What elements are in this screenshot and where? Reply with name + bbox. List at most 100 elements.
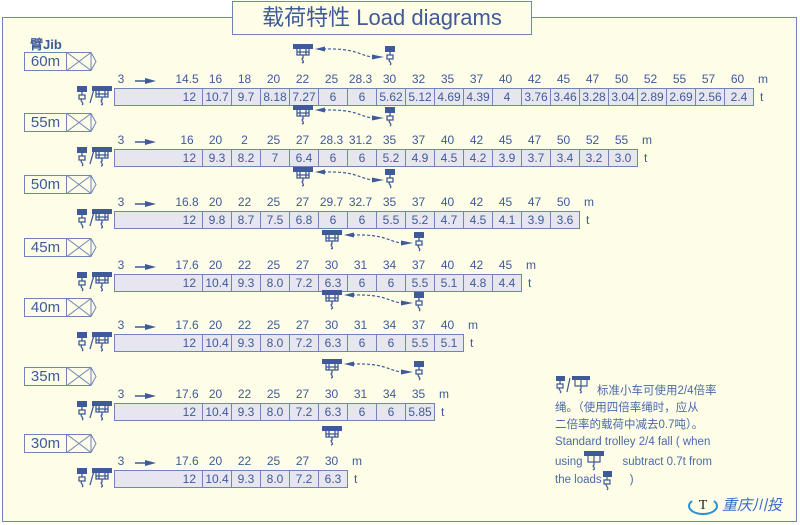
radius-label: 20 [208,258,223,272]
radius-label: 45 [498,258,513,272]
four-fall-hook-icon [292,105,313,125]
start-radius: 3 [117,387,125,401]
radius-label: 40 [498,72,513,86]
load-cell: 6.3 [318,404,347,420]
four-fall-hook-icon [292,44,313,64]
radius-label: 25 [324,72,339,86]
load-cell: 3.6 [550,212,579,228]
load-cell: 3.9 [492,150,521,166]
load-unit: t [354,472,358,486]
two-fall-hook-icon [77,332,87,352]
load-unit: t [470,336,474,350]
radius-label: 29.7 [319,195,344,209]
radius-label: 42 [469,133,484,147]
radius-label: 25 [266,133,281,147]
start-radius: 3 [117,258,125,272]
two-fall-hook-icon [413,292,424,312]
four-fall-hook-icon [321,426,342,446]
load-cell: 8.18 [260,89,289,105]
two-fall-hook-icon [384,107,395,127]
trolley-travel-arrow [343,361,413,375]
jib-truss-icon [67,52,97,71]
jib-length: 40m [24,298,67,317]
four-fall-hook-icon [92,401,112,421]
load-cell: 6 [347,275,376,291]
radius-label: 45 [498,133,513,147]
load-cell: 6.4 [289,150,318,166]
trolley-travel-arrow [343,232,413,246]
start-radius: 3 [117,454,125,468]
two-fall-hook-icon [77,272,87,292]
load-cell: 4.8 [463,275,492,291]
load-cell: 6 [347,212,376,228]
load-cell: 7.2 [289,404,318,420]
radius-label: 45 [498,195,513,209]
load-cell: 6 [376,275,405,291]
four-fall-hook-icon [92,147,112,167]
four-fall-hook-icon [321,230,342,250]
load-cell: 6 [318,150,347,166]
radius-label: 16 [180,133,194,147]
radius-label: 55 [672,72,687,86]
radius-label: 52 [643,72,658,86]
two-fall-hook-icon [77,209,87,229]
load-cell: 3.9 [521,212,550,228]
load-cell: 9.7 [231,89,260,105]
slash-icon [89,211,95,227]
load-cell: 9.3 [231,404,260,420]
radius-label: 30 [382,72,397,86]
load-cell: 4.5 [463,212,492,228]
jib-length: 45m [24,238,67,257]
load-cell: 6 [347,404,376,420]
load-cell: 2.69 [666,89,695,105]
radius-label: 34 [382,387,397,401]
radius-label: 50 [614,72,629,86]
radius-label: 20 [208,454,223,468]
radius-label: 55 [614,133,629,147]
load-cell: 2.4 [724,89,753,105]
load-cell: 5.62 [376,89,405,105]
radius-label: 60 [730,72,745,86]
radius-label: 42 [469,195,484,209]
arrow-right-icon [135,78,156,84]
load-cell: 3.7 [521,150,550,166]
radius-label: 30 [324,318,339,332]
load-cell: 6 [318,89,347,105]
radius-label: 22 [237,318,252,332]
radius-label: 16 [208,72,223,86]
distance-unit: m [758,72,768,86]
distance-unit: m [439,387,449,401]
trolley-travel-arrow [314,169,384,183]
radius-label: 35 [440,72,455,86]
load-cell: 5.2 [376,150,405,166]
radius-label: 47 [585,72,600,86]
radius-label: 37 [411,318,426,332]
radius-label: 20 [266,72,281,86]
load-cell: 3.2 [579,150,608,166]
distance-unit: m [352,454,362,468]
logo-text: 重庆川投 [722,497,783,514]
load-cell: 7.2 [289,335,318,351]
radius-label: 45 [556,72,571,86]
two-fall-hook-icon [413,232,424,252]
load-cell: 3.0 [608,150,637,166]
load-cell: 3.76 [521,89,550,105]
trolley-travel-arrow [343,292,413,306]
load-cell: 10.4 [202,471,231,487]
load-unit: t [441,405,445,419]
jib-truss-icon [67,113,97,132]
load-cell: 3.28 [579,89,608,105]
radius-label: 40 [440,318,455,332]
two-fall-hook-icon [384,46,395,66]
load-cell: 4.39 [463,89,492,105]
radius-label: 35 [382,195,397,209]
jib-truss-icon [67,238,97,257]
jib-length: 35m [24,367,67,386]
radius-label: 28.3 [348,72,373,86]
radius-label: 42 [527,72,542,86]
load-cell: 3.04 [608,89,637,105]
load-cell: 4.7 [434,212,463,228]
jib-truss-icon [67,175,97,194]
